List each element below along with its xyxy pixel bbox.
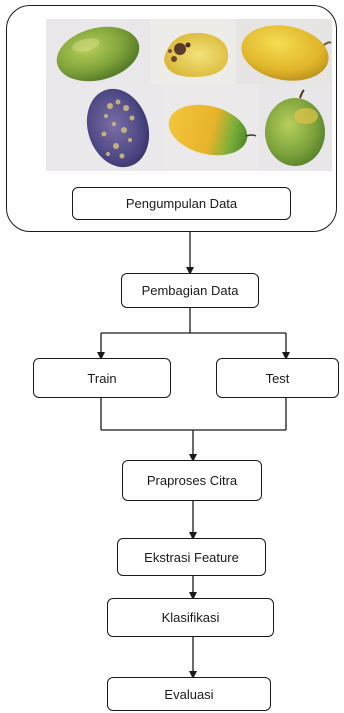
- node-test: Test: [216, 358, 339, 398]
- node-pembagian-data: Pembagian Data: [121, 273, 259, 308]
- node-ekstrasi-feature: Ekstrasi Feature: [117, 538, 266, 576]
- mango-slice-diseased-photo: [150, 19, 236, 84]
- node-praproses-citra: Praproses Citra: [122, 460, 262, 501]
- node-pengumpulan-data: Pengumpulan Data: [72, 187, 291, 220]
- node-klasifikasi: Klasifikasi: [107, 598, 274, 637]
- mango-green-yellow-photo: [258, 84, 332, 171]
- mango-yellow-photo: [236, 19, 332, 84]
- mango-green-photo: [46, 19, 150, 84]
- mango-yellow-green-photo: [162, 84, 258, 171]
- mango-purple-spotted-photo: [46, 84, 162, 171]
- node-train: Train: [33, 358, 171, 398]
- node-evaluasi: Evaluasi: [107, 677, 271, 711]
